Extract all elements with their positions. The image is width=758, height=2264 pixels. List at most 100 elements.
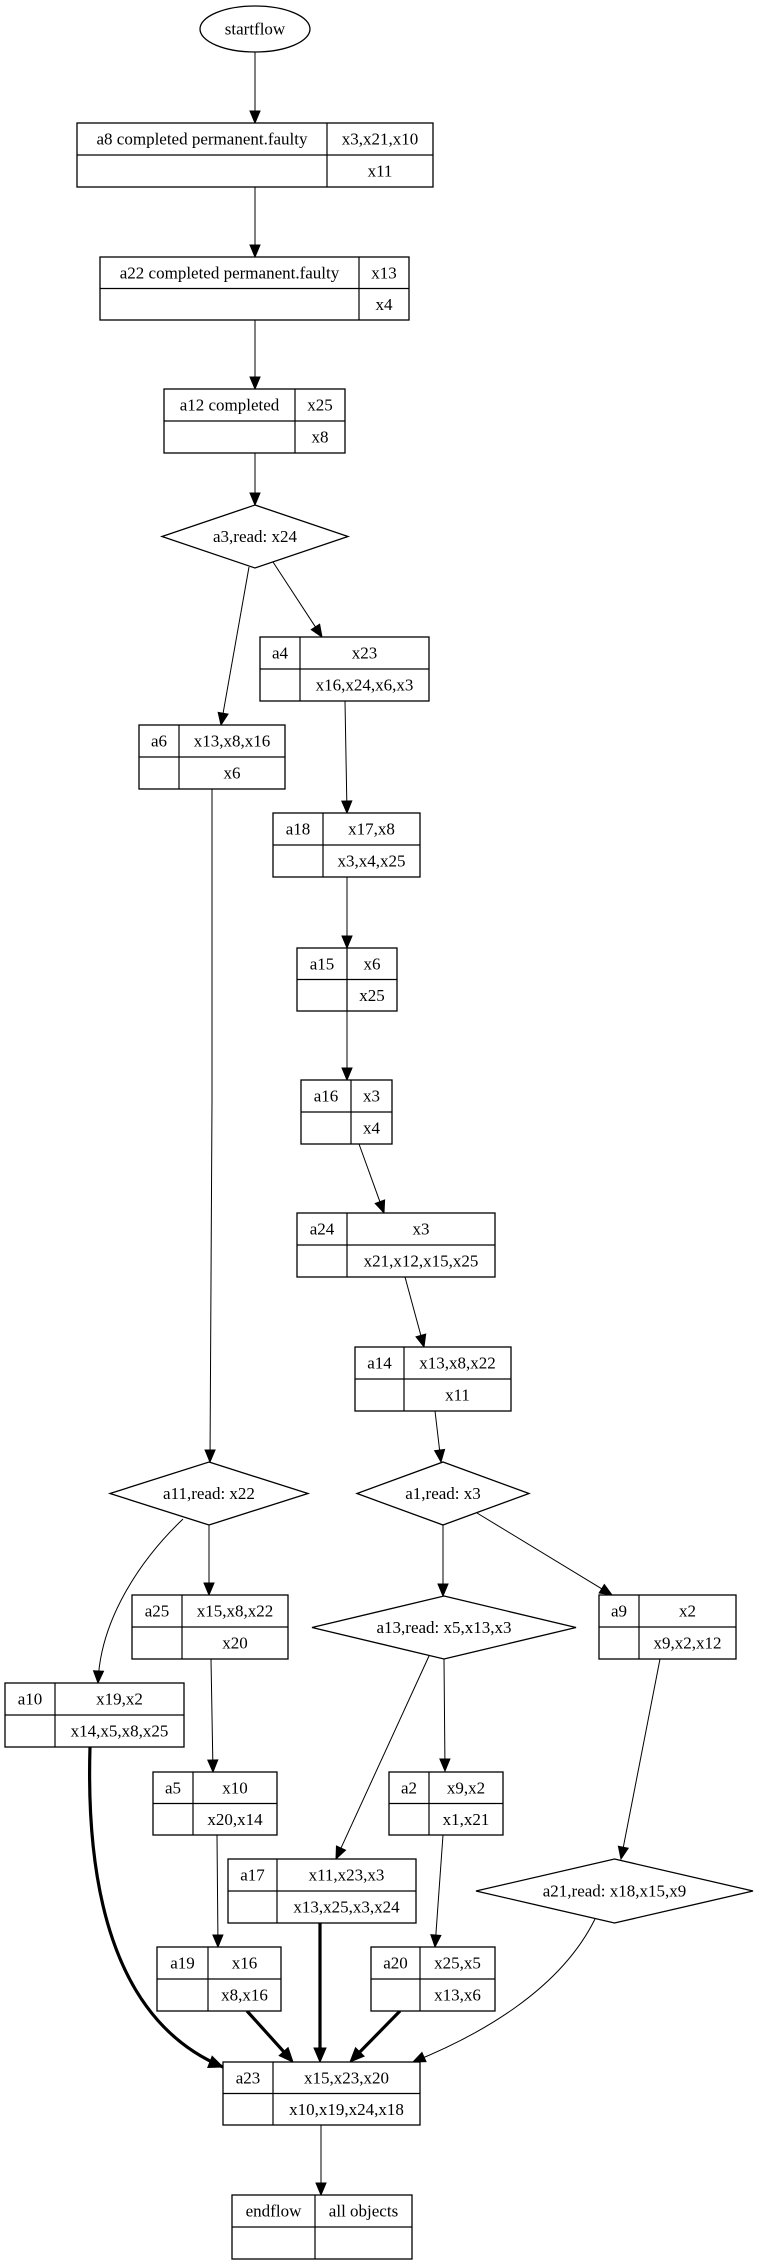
record-name: a12 completed — [180, 396, 280, 415]
record-bottom-objects: x8,x16 — [221, 1986, 268, 2005]
arrowhead-icon — [212, 1934, 224, 1949]
start-node-shape — [199, 5, 311, 53]
edges-layer — [88, 52, 661, 2197]
arrowhead-icon — [374, 1199, 386, 1215]
record-name: a18 — [286, 820, 311, 839]
decision-label: a21,read: x18,x15,x9 — [543, 1882, 687, 1901]
record-bottom-objects: x9,x2,x12 — [654, 1634, 722, 1653]
record-top-objects: x6 — [364, 954, 381, 973]
record-bottom-objects: x4 — [363, 1119, 381, 1138]
edge-line — [210, 1658, 214, 1761]
edge-line — [344, 700, 348, 802]
edge-a11-to-a10 — [92, 1518, 184, 1685]
arrowhead-icon — [310, 623, 323, 639]
edge-line — [476, 1512, 603, 1590]
decision-node-shape — [475, 1858, 754, 1924]
arrowhead-icon — [249, 376, 261, 391]
arrowhead-icon — [313, 2047, 327, 2064]
nodes-layer: startflow a8 completed permanent.faulty x3… — [4, 5, 754, 2260]
edge-a16-to-a24 — [358, 1143, 386, 1215]
record-bottom-objects: x11 — [368, 162, 393, 181]
edge-a22-to-a12 — [249, 320, 261, 391]
edge-line — [358, 2009, 402, 2054]
edge-a24-to-a14 — [404, 1276, 427, 1349]
edge-a13-to-a2 — [439, 1658, 451, 1773]
edge-line — [216, 1834, 219, 1936]
record-top-objects: x2 — [679, 1602, 696, 1621]
arrowhead-icon — [439, 1758, 451, 1773]
record-name: a17 — [240, 1866, 265, 1885]
decision-label: a13,read: x5,x13,x3 — [376, 1618, 511, 1637]
node-a13: a13,read: x5,x13,x3 — [311, 1595, 577, 1660]
arrowhead-icon — [204, 1449, 216, 1464]
record-name: a22 completed permanent.faulty — [120, 263, 340, 282]
record-name: a2 — [401, 1778, 417, 1797]
arrowhead-icon — [411, 2051, 427, 2063]
record-bottom-objects: x16,x24,x6,x3 — [316, 676, 414, 695]
decision-label: a3,read: x24 — [213, 527, 298, 546]
edge-a1-to-a13 — [437, 1525, 449, 1598]
edge-a17-to-a23 — [313, 1923, 327, 2064]
arrowhead-icon — [315, 2182, 327, 2197]
node-startflow: startflow — [199, 5, 311, 53]
arrowhead-icon — [349, 2046, 365, 2063]
arrowhead-icon — [207, 2055, 225, 2069]
arrowhead-icon — [249, 110, 261, 125]
record-name: a8 completed permanent.faulty — [97, 130, 308, 149]
record-name: a20 — [383, 1954, 408, 1973]
record-bottom-objects: x20,x14 — [207, 1810, 263, 1829]
node-a21: a21,read: x18,x15,x9 — [475, 1858, 754, 1924]
decision-node-shape — [355, 1461, 531, 1526]
edge-a18-to-a15 — [341, 877, 353, 950]
record-top-objects: x15,x23,x20 — [304, 2068, 389, 2087]
record-name: endflow — [246, 2202, 302, 2221]
edge-a5-to-a19 — [212, 1834, 224, 1949]
record-bottom-objects: x8 — [312, 428, 329, 447]
edge-line — [97, 1518, 184, 1684]
arrowhead-icon — [207, 1759, 219, 1774]
node-a11: a11,read: x22 — [107, 1461, 311, 1526]
edge-line — [222, 566, 250, 714]
edge-line — [88, 1746, 224, 2069]
edge-a2-to-a20 — [430, 1834, 444, 1949]
edge-a20-to-a23 — [349, 2009, 402, 2063]
arrowhead-icon — [249, 492, 261, 507]
record-bottom-objects: x3,x4,x25 — [338, 852, 406, 871]
record-name: a23 — [236, 2068, 261, 2087]
record-bottom-objects: x13,x6 — [434, 1986, 481, 2005]
record-bottom-objects: x11 — [445, 1386, 470, 1405]
arrowhead-icon — [617, 1845, 630, 1861]
record-top-objects: x11,x23,x3 — [309, 1866, 385, 1885]
arrowhead-icon — [341, 935, 353, 950]
edge-a3-to-a4 — [272, 561, 323, 639]
edge-line — [443, 1658, 446, 1760]
node-a1: a1,read: x3 — [355, 1461, 531, 1526]
edge-line — [245, 2009, 285, 2053]
record-top-objects: x3 — [363, 1087, 380, 1106]
edge-a3-to-a6 — [217, 566, 250, 727]
arrowhead-icon — [341, 800, 353, 815]
edge-a14-to-a1 — [433, 1410, 446, 1464]
record-bottom-objects: x1,x21 — [443, 1810, 490, 1829]
arrowhead-icon — [278, 2046, 294, 2063]
edge-a6-to-a11 — [204, 789, 216, 1464]
edge-a1-to-a9 — [476, 1512, 614, 1596]
edge-startflow-to-a8 — [249, 52, 261, 125]
arrowhead-icon — [433, 1448, 446, 1464]
edge-a19-to-a23 — [245, 2009, 294, 2063]
decision-label: a11,read: x22 — [163, 1484, 255, 1503]
arrowhead-icon — [92, 1670, 105, 1685]
record-top-objects: all objects — [329, 2202, 398, 2221]
